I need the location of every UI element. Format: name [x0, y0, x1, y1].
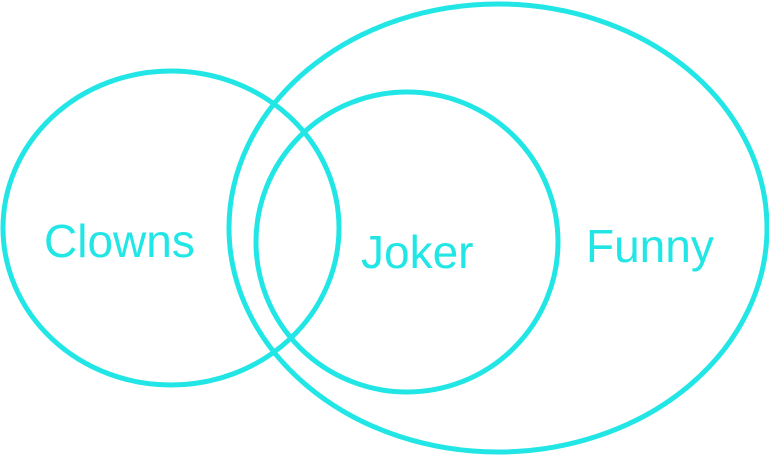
clowns-label: Clowns: [44, 215, 195, 267]
funny-circle: [226, 1, 769, 455]
joker-label: Joker: [361, 226, 473, 278]
joker-circle: [253, 89, 561, 395]
clowns-circle: [0, 68, 342, 388]
funny-label: Funny: [586, 220, 714, 272]
